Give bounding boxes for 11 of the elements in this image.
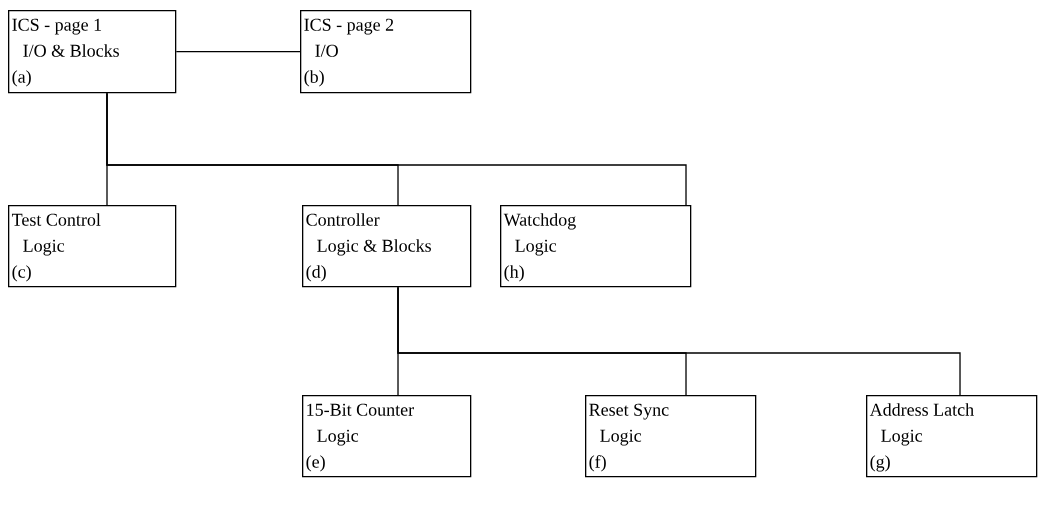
logic-box: ICS - page 1 I/O & Blocks (a) bbox=[8, 10, 177, 94]
connector-line bbox=[106, 92, 687, 206]
logic-box: 15-Bit Counter Logic (e) bbox=[302, 395, 472, 478]
logic-box: Reset Sync Logic (f) bbox=[585, 395, 757, 478]
logic-box: Controller Logic & Blocks (d) bbox=[302, 205, 472, 288]
logic-box: Address Latch Logic (g) bbox=[866, 395, 1038, 478]
logic-box: Watchdog Logic (h) bbox=[500, 205, 692, 288]
logic-box: Test Control Logic (c) bbox=[8, 205, 177, 288]
connector-line bbox=[397, 286, 961, 396]
connector-line bbox=[175, 51, 301, 53]
logic-box: ICS - page 2 I/O (b) bbox=[300, 10, 472, 94]
